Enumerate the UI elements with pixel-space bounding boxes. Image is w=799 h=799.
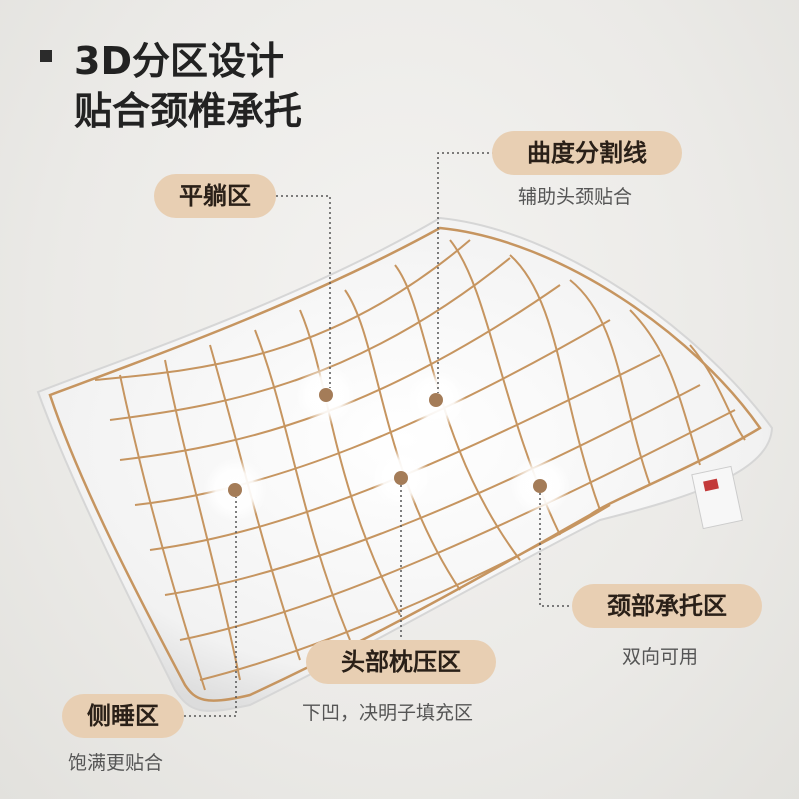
curve-line-desc: 辅助头颈贴合 <box>518 186 633 208</box>
headline-line-1: 3D分区设计 <box>74 39 284 83</box>
bullet-square-icon <box>40 50 52 62</box>
pillow-tag <box>691 465 743 530</box>
marker-neck-zone-icon <box>533 479 547 493</box>
flat-zone-label: 平躺区 <box>154 174 276 218</box>
neck-support-label: 颈部承托区 <box>572 584 762 628</box>
marker-flat-zone-icon <box>319 388 333 402</box>
side-zone-label: 侧睡区 <box>62 694 184 738</box>
marker-head-zone-icon <box>394 471 408 485</box>
head-pressure-desc: 下凹，决明子填充区 <box>302 702 474 724</box>
leader-lines <box>184 152 572 717</box>
marker-curve-line-icon <box>429 393 443 407</box>
marker-side-zone-icon <box>228 483 242 497</box>
side-zone-desc: 饱满更贴合 <box>68 752 164 774</box>
zone-markers <box>203 365 570 522</box>
neck-support-desc: 双向可用 <box>622 646 699 668</box>
headline-line-2: 贴合颈椎承托 <box>74 89 303 133</box>
pillow-piping <box>48 226 762 702</box>
head-pressure-label: 头部枕压区 <box>306 640 496 684</box>
curve-line-label: 曲度分割线 <box>492 131 682 175</box>
